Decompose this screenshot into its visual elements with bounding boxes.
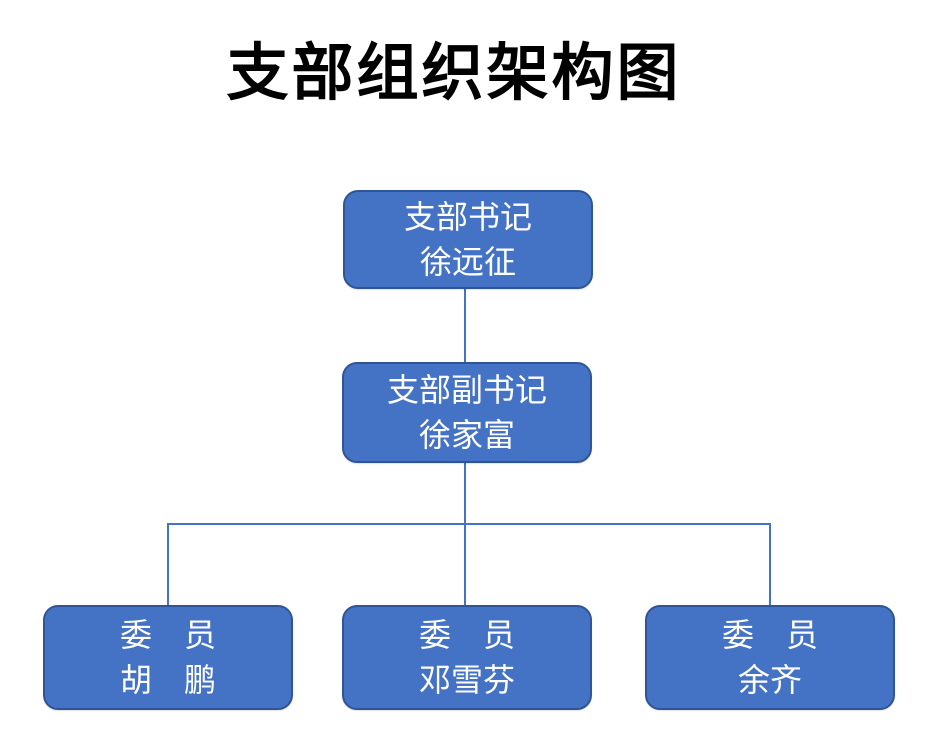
node-role: 委 员 [119,616,216,653]
node-person-name: 邓雪芬 [418,661,515,698]
node-person-name: 胡 鹏 [119,661,216,698]
node-person-name: 余齐 [737,661,802,698]
page-title: 支部组织架构图 [226,40,682,108]
connector-bus-member-1 [167,523,169,605]
connector-horizontal-bus [167,523,771,525]
org-node-secretary: 支部书记 徐远征 [343,190,593,289]
node-role: 支部副书记 [386,371,547,408]
connector-bus-member-2 [464,523,466,605]
org-node-deputy-secretary: 支部副书记 徐家富 [342,362,592,463]
node-role: 委 员 [721,616,818,653]
connector-bus-member-3 [769,523,771,605]
node-role: 支部书记 [403,198,532,235]
node-role: 委 员 [418,616,515,653]
org-node-member-3: 委 员 余齐 [645,605,895,710]
connector-secretary-deputy [464,289,466,362]
org-node-member-1: 委 员 胡 鹏 [43,605,293,710]
connector-deputy-bus [464,463,466,524]
org-node-member-2: 委 员 邓雪芬 [342,605,592,710]
node-person-name: 徐远征 [419,243,516,280]
node-person-name: 徐家富 [418,416,515,453]
